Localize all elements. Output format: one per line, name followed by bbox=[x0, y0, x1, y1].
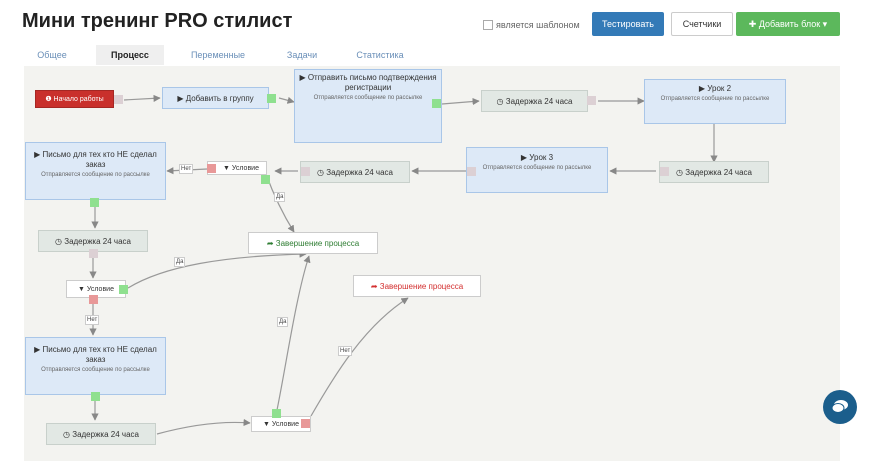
lesson-3-output-port[interactable] bbox=[467, 167, 476, 176]
edge-cond1-end1 bbox=[265, 173, 295, 233]
page-title: Мини тренинг PRO стилист bbox=[22, 10, 293, 32]
counters-button[interactable]: Счетчики bbox=[671, 12, 733, 36]
condition-node-1[interactable]: ▼ Условие bbox=[207, 161, 267, 175]
lesson-2-node[interactable]: ▶ Урок 2 Отправляется сообщение по рассы… bbox=[644, 79, 786, 124]
lesson-3-subtitle: Отправляется сообщение по рассылке bbox=[482, 165, 592, 171]
delay-3-output-port[interactable] bbox=[301, 167, 310, 176]
delay-node-2[interactable]: ◷ Задержка 24 часа bbox=[659, 161, 769, 183]
add-group-output-port[interactable] bbox=[267, 94, 276, 103]
template-label: является шаблоном bbox=[496, 20, 580, 30]
end-process-node-2[interactable]: ➦ Завершение процесса bbox=[353, 275, 481, 297]
edge-start-addgroup bbox=[123, 94, 161, 102]
send-confirmation-title: ▶ Отправить письмо подтверждения регистр… bbox=[299, 73, 437, 92]
edge-label-no-2: Нет bbox=[85, 315, 100, 325]
delay-node-5[interactable]: ◷ Задержка 24 часа bbox=[46, 423, 156, 445]
edge-delay5-cond3 bbox=[156, 418, 251, 435]
edge-label-no-1: Нет bbox=[179, 164, 194, 174]
template-checkbox[interactable] bbox=[483, 20, 493, 30]
add-block-button[interactable]: ✚ Добавить блок ▾ bbox=[736, 12, 840, 36]
letter-1-output-port[interactable] bbox=[90, 198, 99, 207]
tab-process[interactable]: Процесс bbox=[96, 45, 164, 65]
tab-general[interactable]: Общее bbox=[37, 50, 67, 60]
send-confirmation-subtitle: Отправляется сообщение по рассылке bbox=[313, 95, 423, 101]
condition-node-3[interactable]: ▼ Условие bbox=[251, 416, 311, 432]
edge-label-yes-3: Да bbox=[277, 317, 289, 327]
delay-2-output-port[interactable] bbox=[660, 167, 669, 176]
condition-2-no-port[interactable] bbox=[89, 295, 98, 304]
lesson-3-node[interactable]: ▶ Урок 3 Отправляется сообщение по рассы… bbox=[466, 147, 608, 193]
tab-variables[interactable]: Переменные bbox=[190, 50, 246, 60]
letter-node-1[interactable]: ▶ Письмо для тех кто НЕ сделал заказ Отп… bbox=[25, 142, 166, 200]
letter-1-subtitle: Отправляется сообщение по рассылке bbox=[41, 172, 150, 178]
letter-node-2[interactable]: ▶ Письмо для тех кто НЕ сделал заказ Отп… bbox=[25, 337, 166, 395]
lesson-2-subtitle: Отправляется сообщение по рассылке bbox=[660, 96, 770, 102]
condition-3-yes-port[interactable] bbox=[272, 409, 281, 418]
delay-4-output-port[interactable] bbox=[89, 249, 98, 258]
lesson-3-title: ▶ Урок 3 bbox=[520, 153, 554, 162]
start-output-port[interactable] bbox=[114, 95, 123, 104]
process-canvas[interactable]: ❶ Начало работы ▶ Добавить в группу ▶ От… bbox=[24, 66, 840, 461]
lesson-2-title: ▶ Урок 2 bbox=[698, 84, 732, 93]
letter-1-title: ▶ Письмо для тех кто НЕ сделал заказ bbox=[34, 150, 157, 169]
start-node[interactable]: ❶ Начало работы bbox=[35, 90, 114, 108]
delay-1-output-port[interactable] bbox=[587, 96, 596, 105]
tab-statistics[interactable]: Статистика bbox=[356, 50, 404, 60]
send-confirmation-output-port[interactable] bbox=[432, 99, 441, 108]
edge-send-delay1 bbox=[441, 97, 480, 106]
condition-3-no-port[interactable] bbox=[301, 419, 310, 428]
tab-tasks[interactable]: Задачи bbox=[286, 50, 318, 60]
condition-2-yes-port[interactable] bbox=[119, 285, 128, 294]
chat-button[interactable] bbox=[823, 390, 857, 424]
template-checkbox-group[interactable]: является шаблоном bbox=[483, 20, 580, 30]
add-group-node[interactable]: ▶ Добавить в группу bbox=[162, 87, 269, 109]
edge-label-yes-1: Да bbox=[274, 192, 286, 202]
edge-cond3-end2 bbox=[310, 297, 409, 417]
edge-addgroup-send bbox=[278, 96, 295, 104]
edge-label-no-3: Нет bbox=[338, 346, 353, 356]
delay-node-1[interactable]: ◷ Задержка 24 часа bbox=[481, 90, 588, 112]
edge-label-yes-2: Да bbox=[174, 257, 186, 267]
test-button[interactable]: Тестировать bbox=[592, 12, 664, 36]
condition-1-yes-port[interactable] bbox=[261, 175, 270, 184]
letter-2-subtitle: Отправляется сообщение по рассылке bbox=[41, 367, 150, 373]
condition-1-no-port[interactable] bbox=[207, 164, 216, 173]
chat-icon bbox=[831, 400, 848, 413]
edge-cond2-end1 bbox=[127, 250, 307, 289]
edge-cond3-end1 bbox=[276, 255, 311, 411]
end-process-node-1[interactable]: ➦ Завершение процесса bbox=[248, 232, 378, 254]
delay-node-3[interactable]: ◷ Задержка 24 часа bbox=[300, 161, 410, 183]
letter-2-title: ▶ Письмо для тех кто НЕ сделал заказ bbox=[34, 345, 157, 364]
letter-2-output-port[interactable] bbox=[91, 392, 100, 401]
send-confirmation-node[interactable]: ▶ Отправить письмо подтверждения регистр… bbox=[294, 69, 442, 143]
